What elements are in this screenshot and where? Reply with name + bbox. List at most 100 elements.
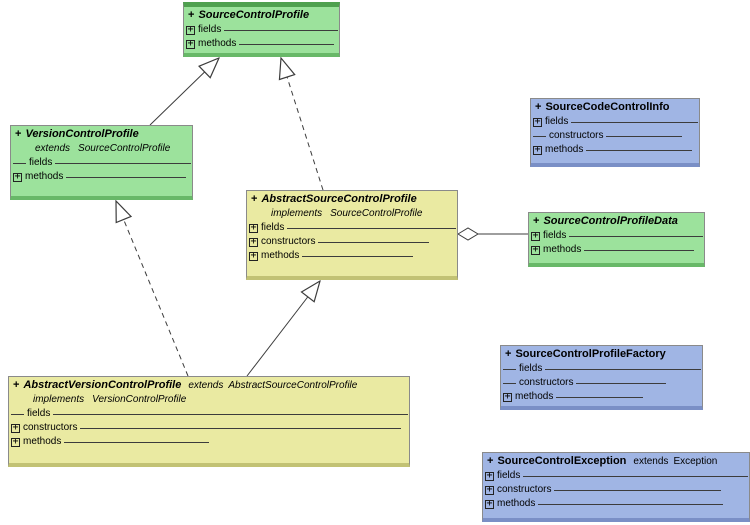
aggregation-link-abstractsourcecontrolprofile-to-sourcecontrolprofiledata[interactable] (457, 227, 528, 241)
member-row-methods[interactable]: +methods (501, 390, 702, 404)
member-row-constructors[interactable]: constructors (531, 129, 699, 143)
member-row-methods[interactable]: +methods (247, 249, 457, 263)
class-name: AbstractVersionControlProfile (23, 379, 182, 391)
member-dash-icon (11, 413, 24, 415)
expand-plus-icon[interactable]: + (531, 231, 540, 241)
member-list: +fields+constructors+methods (483, 469, 749, 511)
class-title: +SourceControlProfileData (529, 213, 704, 229)
member-label: fields (543, 230, 567, 241)
visibility-plus: + (535, 101, 542, 113)
member-label: constructors (23, 422, 78, 433)
member-separator-line (571, 121, 698, 123)
member-row-fields[interactable]: +fields (184, 23, 339, 37)
expand-plus-icon[interactable]: + (533, 117, 542, 127)
class-title: +SourceCodeControlInfo (531, 99, 699, 115)
class-name: VersionControlProfile (25, 128, 139, 140)
member-separator-line (64, 441, 209, 443)
class-title: +AbstractSourceControlProfile (247, 191, 457, 207)
expand-plus-icon[interactable]: + (533, 145, 542, 155)
expand-plus-icon[interactable]: + (186, 25, 195, 35)
member-row-constructors[interactable]: +constructors (483, 483, 749, 497)
member-row-methods[interactable]: +methods (184, 37, 339, 51)
member-separator-line (538, 503, 723, 505)
realization-arrow-abstractsourcecontrolprofile-to-sourcecontrolprofile[interactable] (281, 58, 324, 191)
member-row-constructors[interactable]: +constructors (247, 235, 457, 249)
expand-plus-icon[interactable]: + (531, 245, 540, 255)
superclass-name: AbstractSourceControlProfile (228, 380, 358, 391)
class-name: SourceControlProfile (198, 9, 310, 21)
member-label: methods (261, 250, 300, 261)
member-label: methods (497, 498, 536, 509)
superclass-name: SourceControlProfile (78, 143, 171, 154)
expand-plus-icon[interactable]: + (485, 471, 494, 481)
member-row-fields[interactable]: fields (11, 156, 192, 170)
expand-plus-icon[interactable]: + (13, 172, 22, 182)
member-row-methods[interactable]: +methods (531, 143, 699, 157)
member-row-methods[interactable]: +methods (529, 243, 704, 257)
class-box-abstractsourcecontrolprofile[interactable]: +AbstractSourceControlProfile implements… (246, 190, 458, 280)
class-name: SourceCodeControlInfo (545, 101, 670, 113)
member-row-methods[interactable]: +methods (483, 497, 749, 511)
expand-plus-icon[interactable]: + (485, 485, 494, 495)
member-row-fields[interactable]: fields (501, 362, 702, 376)
visibility-plus: + (487, 455, 494, 467)
member-label: constructors (261, 236, 316, 247)
visibility-plus: + (505, 348, 512, 360)
class-box-sourcecontrolprofiledata[interactable]: +SourceControlProfileData +fields+method… (528, 212, 705, 267)
expand-plus-icon[interactable]: + (485, 499, 494, 509)
member-separator-line (586, 149, 693, 151)
member-row-methods[interactable]: +methods (9, 435, 409, 449)
interface-name: VersionControlProfile (92, 394, 187, 405)
class-name: SourceControlProfileFactory (515, 348, 666, 360)
member-separator-line (523, 475, 748, 477)
member-dash-icon (503, 382, 516, 384)
member-separator-line (606, 135, 682, 137)
class-name: SourceControlProfileData (543, 215, 678, 227)
member-row-constructors[interactable]: +constructors (9, 421, 409, 435)
member-list: +fields+methods (529, 229, 704, 257)
expand-plus-icon[interactable]: + (249, 223, 258, 233)
expand-plus-icon[interactable]: + (249, 251, 258, 261)
member-label: constructors (549, 130, 604, 141)
visibility-plus: + (533, 215, 540, 227)
expand-plus-icon[interactable]: + (11, 423, 20, 433)
member-label: constructors (497, 484, 552, 495)
class-title: +SourceControlProfileFactory (501, 346, 702, 362)
member-row-fields[interactable]: fields (9, 407, 409, 421)
expand-plus-icon[interactable]: + (503, 392, 512, 402)
member-row-constructors[interactable]: constructors (501, 376, 702, 390)
member-separator-line (239, 43, 335, 45)
member-label: fields (29, 157, 53, 168)
member-separator-line (287, 227, 456, 229)
member-separator-line (224, 29, 338, 31)
class-name: AbstractSourceControlProfile (261, 193, 417, 205)
generalization-arrow-abstractversioncontrolprofile-to-abstractsourcecontrolprofile[interactable] (246, 281, 320, 377)
member-row-fields[interactable]: +fields (531, 115, 699, 129)
member-label: fields (497, 470, 521, 481)
expand-plus-icon[interactable]: + (249, 237, 258, 247)
member-row-fields[interactable]: +fields (529, 229, 704, 243)
member-separator-line (318, 241, 429, 243)
visibility-plus: + (13, 379, 20, 391)
member-row-fields[interactable]: +fields (483, 469, 749, 483)
member-dash-icon (13, 162, 26, 164)
member-row-fields[interactable]: +fields (247, 221, 457, 235)
member-row-methods[interactable]: +methods (11, 170, 192, 184)
expand-plus-icon[interactable]: + (186, 39, 195, 49)
class-box-sourcecontrolprofile[interactable]: +SourceControlProfile +fields+methods (183, 2, 340, 57)
member-list: fields constructors+methods (501, 362, 702, 404)
member-label: methods (543, 244, 582, 255)
expand-plus-icon[interactable]: + (11, 437, 20, 447)
member-label: fields (519, 363, 543, 374)
realization-arrow-abstractversioncontrolprofile-to-versioncontrolprofile[interactable] (116, 201, 189, 377)
generalization-arrow-versioncontrolprofile-to-sourcecontrolprofile[interactable] (149, 58, 219, 126)
member-separator-line (55, 162, 191, 164)
